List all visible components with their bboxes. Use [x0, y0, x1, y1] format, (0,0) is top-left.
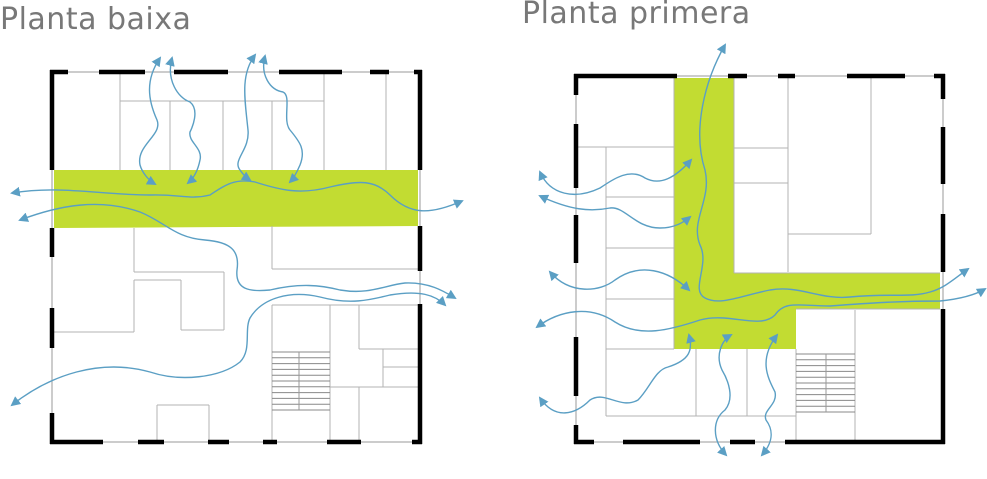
air-flow-arrow [548, 269, 691, 292]
air-flow-arrow [714, 334, 733, 457]
first-floor-plan [535, 43, 987, 457]
air-flow-arrow [760, 333, 779, 457]
window-outline [575, 75, 944, 443]
air-flow-arrow [237, 53, 257, 182]
air-flow-arrow [538, 333, 696, 414]
circulation-zone [54, 170, 418, 228]
circulation-zone [674, 78, 940, 349]
plan-title-first-floor: Planta primera [522, 0, 751, 31]
air-flow-arrow [696, 43, 970, 302]
air-flow-arrow [538, 194, 692, 229]
air-flow-arrow [18, 203, 457, 300]
air-flow-arrow [535, 287, 987, 332]
air-flow-arrow [10, 292, 447, 407]
air-flow-arrow [165, 56, 202, 185]
air-flow-arrow [139, 56, 162, 185]
ground-floor-plan [10, 53, 464, 445]
air-flow-arrow [538, 158, 693, 195]
air-flow-arrow [10, 180, 464, 212]
air-flow-arrow [258, 54, 304, 184]
plan-title-ground-floor: Planta baixa [0, 2, 192, 37]
